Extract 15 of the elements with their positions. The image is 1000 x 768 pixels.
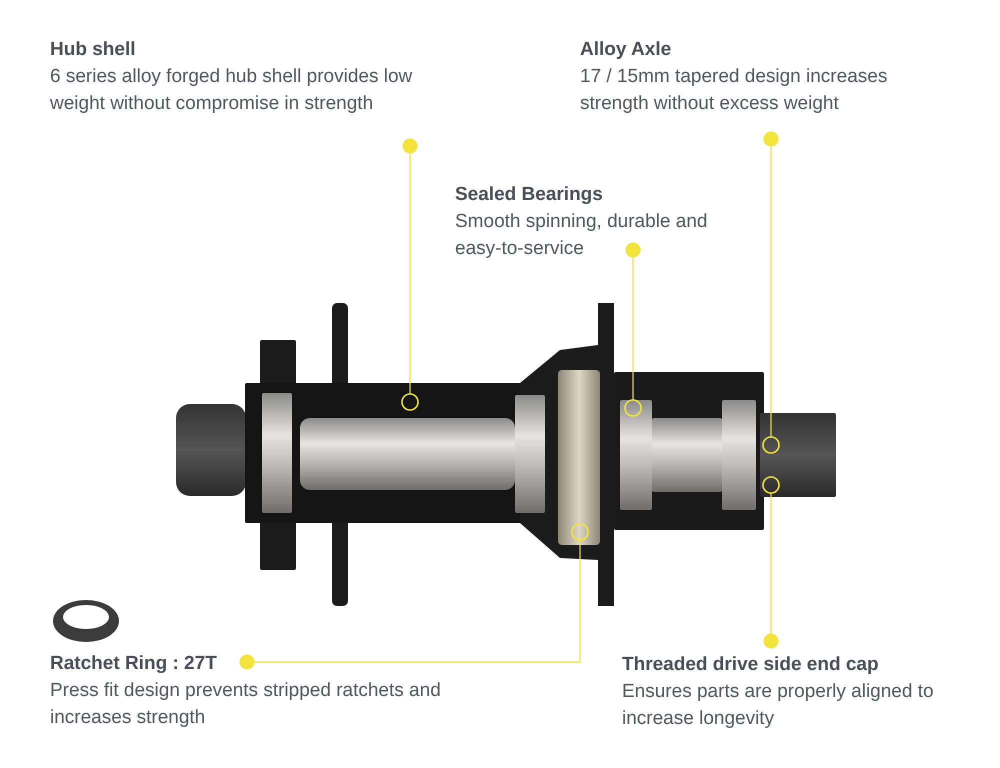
callout-heading: Sealed Bearings <box>455 183 603 207</box>
leader-line <box>764 132 778 437</box>
callout-description: 6 series alloy forged hub shell provides low weight without compromise in strength <box>50 65 414 116</box>
callout-heading: Threaded drive side end cap <box>622 653 879 677</box>
callout-description: Press fit design prevents stripped ratchets and increases strength <box>50 679 442 730</box>
callout-description: 17 / 15mm tapered design increases strength without excess weight <box>580 65 888 116</box>
leader-line <box>764 493 778 648</box>
leader-line <box>402 138 418 394</box>
callout-heading: Ratchet Ring : 27T <box>50 652 217 676</box>
callout-description: Smooth spinning, durable and easy-to-service <box>455 210 708 261</box>
leader-line <box>626 242 640 400</box>
callout-heading: Hub shell <box>50 38 136 62</box>
callout-description: Ensures parts are properly aligned to increase longevity <box>622 680 935 731</box>
callout-heading: Alloy Axle <box>580 38 672 62</box>
leader-line <box>240 540 581 670</box>
